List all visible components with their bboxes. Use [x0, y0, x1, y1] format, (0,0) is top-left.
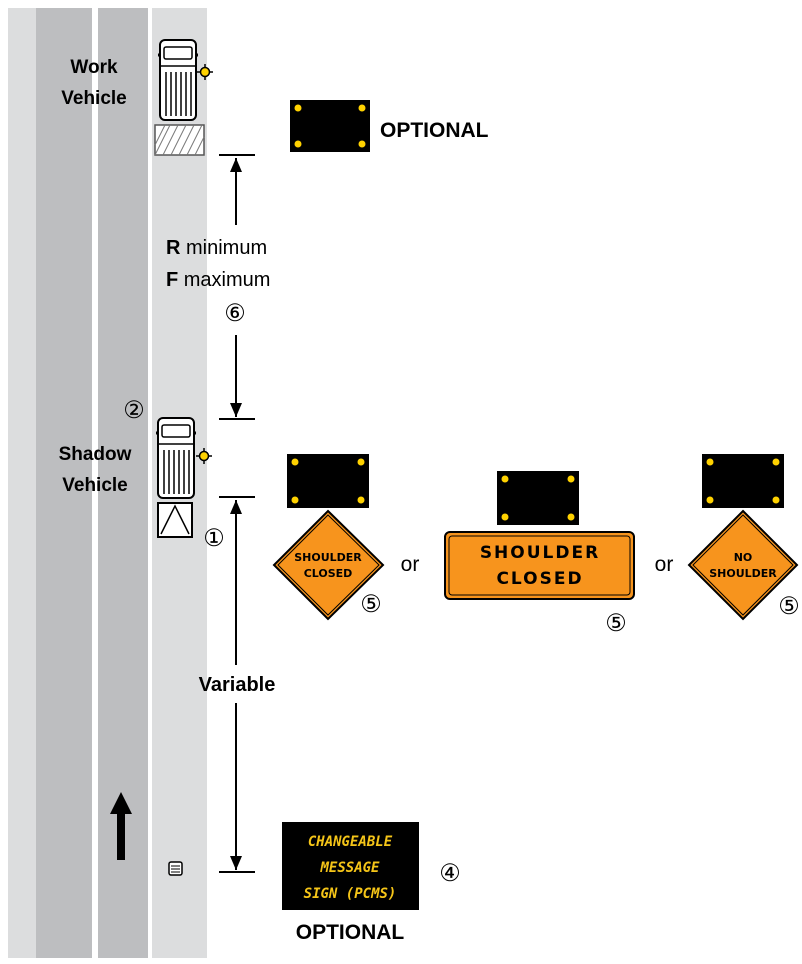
svg-text:R minimum: R minimum [166, 237, 267, 259]
work-vehicle: Work Vehicle [61, 39, 213, 156]
sign-c-line2: SHOULDER [709, 567, 777, 580]
sign-a-line1: SHOULDER [294, 551, 362, 564]
arrow-board-panel [290, 100, 370, 152]
work-vehicle-label-line2: Vehicle [61, 88, 127, 109]
diamond-sign-panel [272, 509, 385, 621]
dimension-r-f: R minimum F maximum ⑥ [166, 154, 270, 420]
truck-mounted-attenuator-icon [157, 502, 193, 538]
work-vehicle-truck-icon [158, 39, 198, 121]
shadow-vehicle: ② ① Shadow Vehicle [59, 397, 225, 552]
dimension-r-letter: R [166, 237, 181, 259]
sign-option-shoulder-closed-rect: SHOULDER CLOSED ⑤ [444, 471, 635, 637]
sign-b-line2: CLOSED [496, 569, 583, 589]
arrow-board-panel [287, 454, 369, 508]
arrow-board-lights-icon [291, 458, 365, 504]
arrow-board-lights-icon [706, 458, 780, 504]
cms-line3: SIGN (PCMS) [304, 886, 397, 902]
sign-a-line2: CLOSED [304, 567, 353, 580]
attenuator-callout: ① [203, 525, 225, 552]
work-vehicle-warning-light-icon [197, 64, 213, 80]
dimension-variable: Variable [199, 496, 276, 873]
dimension-note-callout: ⑥ [224, 300, 246, 327]
sign-option-shoulder-closed-diamond: SHOULDER CLOSED ⑤ [272, 454, 385, 621]
travel-lane-left [36, 8, 92, 958]
shadow-vehicle-truck-icon [156, 417, 196, 499]
optional-label-bottom: OPTIONAL [296, 921, 405, 944]
or-label-2: or [655, 553, 674, 576]
portable-changeable-message-sign: CHANGEABLE MESSAGE SIGN (PCMS) ④ OPTIONA… [168, 822, 461, 944]
cms-line1: CHANGEABLE [308, 834, 393, 850]
or-label-1: or [401, 553, 420, 576]
shadow-vehicle-label-line2: Vehicle [62, 475, 128, 496]
sign-c-callout: ⑤ [778, 593, 800, 620]
arrow-board-lights-icon [501, 475, 575, 521]
work-area-hatched-icon [154, 124, 205, 156]
arrow-board-panel [497, 471, 579, 525]
sign-c-line1: NO [734, 551, 753, 564]
arrowhead-down-icon [230, 856, 242, 870]
lane-center-dashes [92, 8, 98, 958]
cms-callout: ④ [439, 860, 461, 887]
cms-line2: MESSAGE [319, 860, 380, 876]
arrow-board-lights-icon [294, 104, 366, 148]
dimension-f-letter: F [166, 269, 178, 291]
optional-label-top: OPTIONAL [380, 119, 489, 142]
sign-b-line1: SHOULDER [480, 543, 600, 563]
optional-arrow-board-top: OPTIONAL [290, 100, 489, 152]
sign-b-callout: ⑤ [605, 610, 627, 637]
arrowhead-up-icon [230, 500, 242, 514]
shadow-vehicle-warning-light-icon [196, 448, 212, 464]
shadow-vehicle-label-line1: Shadow [59, 444, 132, 465]
arrowhead-up-icon [230, 158, 242, 172]
traffic-direction-arrow-icon [110, 792, 132, 860]
dimension-r-text: minimum [180, 237, 267, 259]
variable-label: Variable [199, 674, 276, 696]
work-vehicle-label-line1: Work [70, 57, 118, 78]
dimension-f-text: maximum [178, 269, 270, 291]
svg-text:F maximum: F maximum [166, 269, 270, 291]
left-shoulder [8, 8, 36, 958]
arrowhead-down-icon [230, 403, 242, 417]
diamond-sign-panel [687, 509, 799, 621]
sign-option-no-shoulder-diamond: NO SHOULDER ⑤ [687, 454, 800, 621]
pcms-trailer-icon [168, 861, 183, 876]
roadway [8, 8, 207, 958]
arrow-board-panel [702, 454, 784, 508]
sign-a-callout: ⑤ [360, 591, 382, 618]
rect-sign-panel [444, 531, 635, 600]
cms-panel [282, 822, 419, 910]
shadow-vehicle-callout: ② [123, 397, 145, 424]
